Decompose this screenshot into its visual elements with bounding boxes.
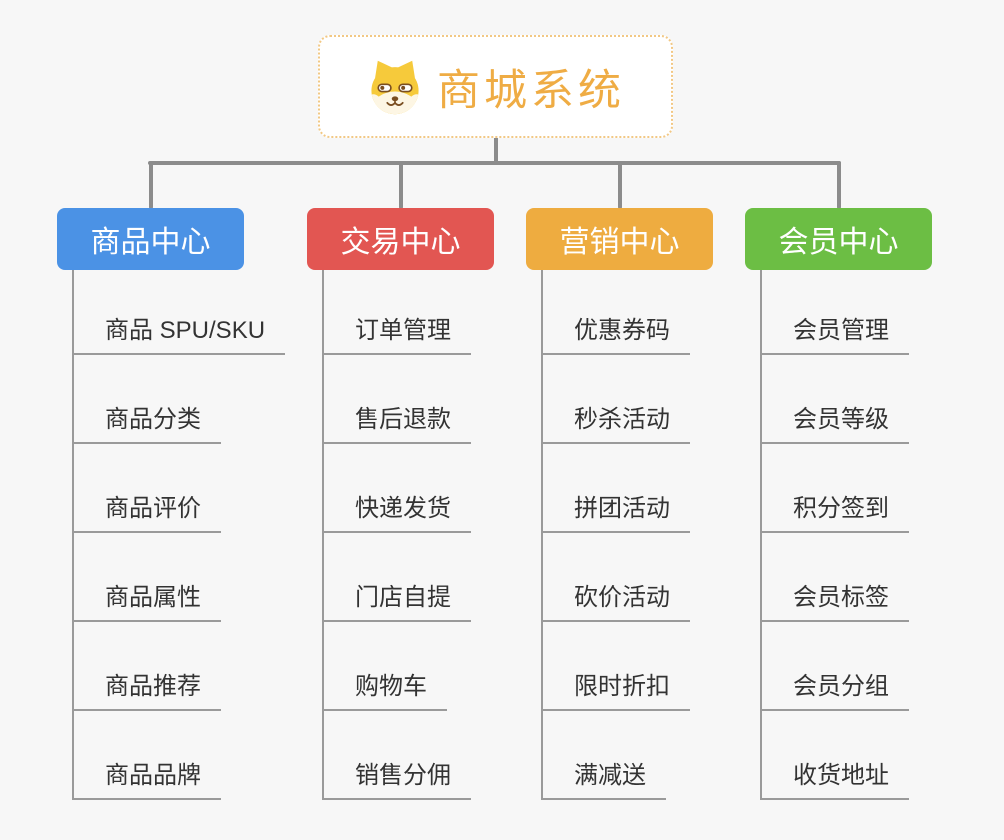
branch-member-center: 会员中心 会员管理 会员等级 积分签到 会员标签 会员分组 收货地址 <box>745 208 932 800</box>
leaf-node[interactable]: 门店自提 <box>322 582 471 622</box>
leaf-node[interactable]: 商品 SPU/SKU <box>72 315 286 355</box>
leaf-node[interactable]: 快递发货 <box>322 493 471 533</box>
leaf-node[interactable]: 会员标签 <box>760 582 909 622</box>
branch-rail <box>72 270 74 800</box>
leaf-node[interactable]: 砍价活动 <box>541 582 690 622</box>
connector-drop-marketing <box>618 161 622 209</box>
leaf-node[interactable]: 购物车 <box>322 671 447 711</box>
branch-header-trade-center[interactable]: 交易中心 <box>307 208 494 270</box>
root-node[interactable]: 商城系统 <box>318 35 673 138</box>
connector-root-stem <box>494 136 498 165</box>
branch-header-marketing-center[interactable]: 营销中心 <box>526 208 713 270</box>
leaf-node[interactable]: 收货地址 <box>760 760 909 800</box>
root-title: 商城系统 <box>437 66 625 115</box>
shiba-dog-icon <box>371 60 419 114</box>
leaf-node[interactable]: 会员管理 <box>760 315 909 355</box>
leaf-node[interactable]: 商品分类 <box>72 404 221 444</box>
connector-horizontal-rail <box>148 161 841 165</box>
leaf-node[interactable]: 会员等级 <box>760 404 909 444</box>
connector-drop-product <box>149 161 153 209</box>
branch-rail <box>322 270 324 800</box>
leaf-node[interactable]: 会员分组 <box>760 671 909 711</box>
leaf-node[interactable]: 商品评价 <box>72 493 221 533</box>
branch-product-center: 商品中心 商品 SPU/SKU 商品分类 商品评价 商品属性 商品推荐 商品品牌 <box>57 208 286 800</box>
branch-header-product-center[interactable]: 商品中心 <box>57 208 244 270</box>
leaf-node[interactable]: 限时折扣 <box>541 671 690 711</box>
branch-rail <box>760 270 762 800</box>
connector-drop-trade <box>399 161 403 209</box>
leaf-node[interactable]: 满减送 <box>541 760 666 800</box>
leaf-node[interactable]: 商品属性 <box>72 582 221 622</box>
leaf-node[interactable]: 销售分佣 <box>322 760 471 800</box>
leaf-node[interactable]: 优惠券码 <box>541 315 690 355</box>
leaf-node[interactable]: 秒杀活动 <box>541 404 690 444</box>
leaf-node[interactable]: 订单管理 <box>322 315 471 355</box>
branch-rail <box>541 270 543 800</box>
branch-header-member-center[interactable]: 会员中心 <box>745 208 932 270</box>
leaf-node[interactable]: 商品品牌 <box>72 760 221 800</box>
connector-drop-member <box>837 161 841 209</box>
leaf-node[interactable]: 商品推荐 <box>72 671 221 711</box>
leaf-node[interactable]: 拼团活动 <box>541 493 690 533</box>
leaf-node[interactable]: 积分签到 <box>760 493 909 533</box>
branch-trade-center: 交易中心 订单管理 售后退款 快递发货 门店自提 购物车 销售分佣 <box>307 208 494 800</box>
branch-marketing-center: 营销中心 优惠券码 秒杀活动 拼团活动 砍价活动 限时折扣 满减送 <box>526 208 713 800</box>
leaf-node[interactable]: 售后退款 <box>322 404 471 444</box>
